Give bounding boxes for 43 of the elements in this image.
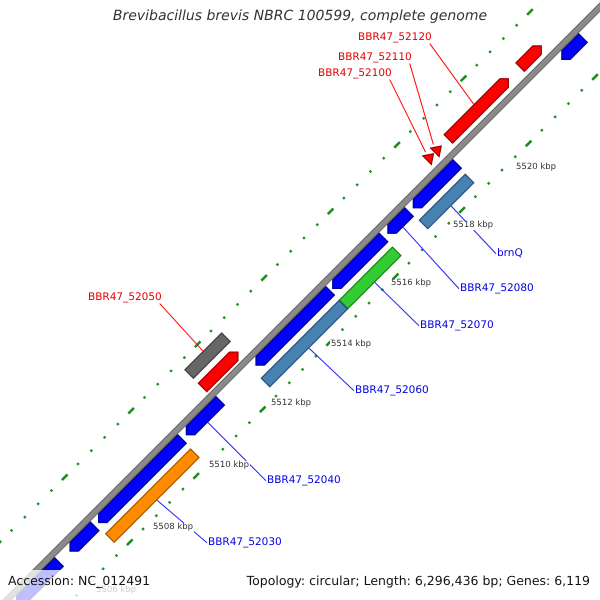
gene-block bbox=[332, 232, 389, 290]
gene-label: BBR47_52110 bbox=[338, 52, 412, 64]
leader-line bbox=[429, 43, 474, 105]
leader-line bbox=[409, 63, 434, 145]
leader-line bbox=[402, 226, 460, 290]
gene-label: BBR47_52100 bbox=[318, 68, 392, 80]
scale-label: 5520 kbp bbox=[515, 163, 558, 172]
title: Brevibacillus brevis NBRC 100599, complete genome bbox=[112, 9, 488, 24]
gene-block bbox=[387, 206, 414, 234]
gene-label: BBR47_52040 bbox=[267, 475, 341, 487]
gene-block bbox=[561, 33, 588, 60]
gene-label: BBR47_52030 bbox=[208, 537, 282, 549]
gene-triangle bbox=[422, 152, 434, 166]
leader-line bbox=[308, 348, 354, 392]
scale-label: 5510 kbp bbox=[208, 461, 250, 470]
gene-block bbox=[443, 78, 510, 144]
gene-label: BBR47_52070 bbox=[420, 320, 494, 332]
footer-text: Topology: circular; Length: 6,296,436 bp; Genes: 6,119 bbox=[246, 574, 590, 588]
gene-label: brnQ bbox=[497, 248, 523, 260]
leader-line bbox=[389, 79, 426, 153]
scale-label: 5512 kbp bbox=[270, 399, 312, 408]
gene-block bbox=[98, 434, 188, 524]
gene-block bbox=[515, 45, 542, 72]
gene-bar bbox=[184, 332, 232, 380]
gene-label: BBR47_52080 bbox=[460, 283, 534, 295]
gene-triangle bbox=[429, 145, 442, 158]
leader-line bbox=[374, 282, 420, 326]
gene-label: BBR47_52120 bbox=[358, 32, 432, 44]
leader-line bbox=[207, 422, 266, 482]
gene-block bbox=[412, 158, 462, 208]
gene-block bbox=[198, 351, 239, 393]
scale-label: 5514 kbp bbox=[330, 340, 372, 350]
gene-bar bbox=[104, 448, 200, 544]
scale-label: 5508 kbp bbox=[152, 523, 194, 532]
gene-block bbox=[186, 396, 226, 436]
gene-label: BBR47_52050 bbox=[88, 292, 162, 304]
gene-bar bbox=[418, 173, 475, 230]
scale-label: 5518 kbp bbox=[452, 221, 494, 230]
gene-label: BBR47_52060 bbox=[355, 385, 429, 397]
footer-text: Accession: NC_012491 bbox=[8, 574, 150, 588]
gene-block bbox=[69, 521, 100, 552]
leader-line bbox=[159, 303, 204, 352]
scale-label: 5516 kbp bbox=[390, 279, 432, 288]
